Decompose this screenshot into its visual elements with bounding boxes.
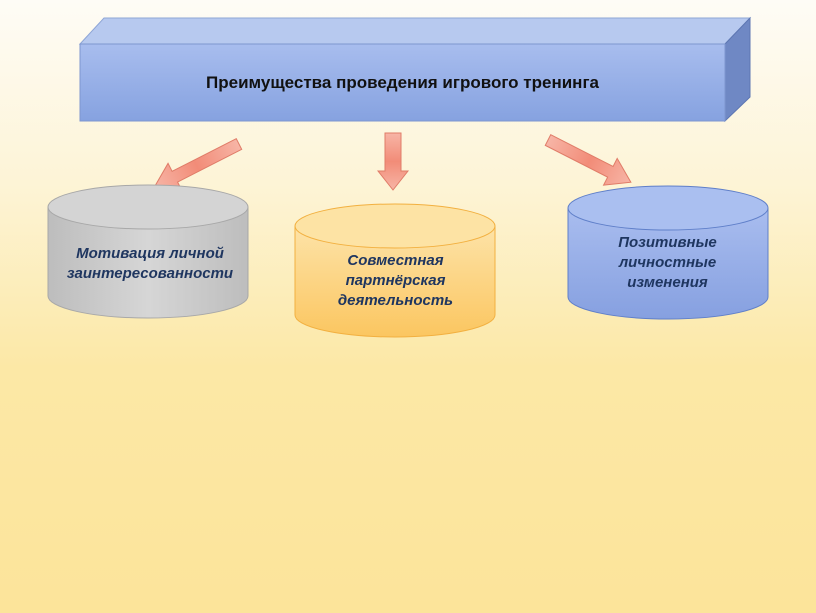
arrow-center — [376, 132, 410, 191]
cylinder-positive — [567, 185, 769, 320]
cylinder-joint — [294, 203, 496, 338]
cylinder-motivation — [47, 184, 249, 319]
node-label-joint: Совместная партнёрская деятельность — [337, 252, 454, 309]
header-box-top — [78, 17, 752, 45]
node-label-positive: Позитивные личностные изменения — [618, 234, 717, 291]
node-label-motivation: Мотивация личной заинтересованности — [66, 245, 234, 282]
header-box — [78, 16, 752, 123]
arrow-right — [544, 133, 632, 186]
header-box-front — [79, 43, 726, 122]
header-title: Преимущества проведения игрового тренинг… — [206, 72, 599, 92]
arrow-left — [153, 137, 243, 191]
